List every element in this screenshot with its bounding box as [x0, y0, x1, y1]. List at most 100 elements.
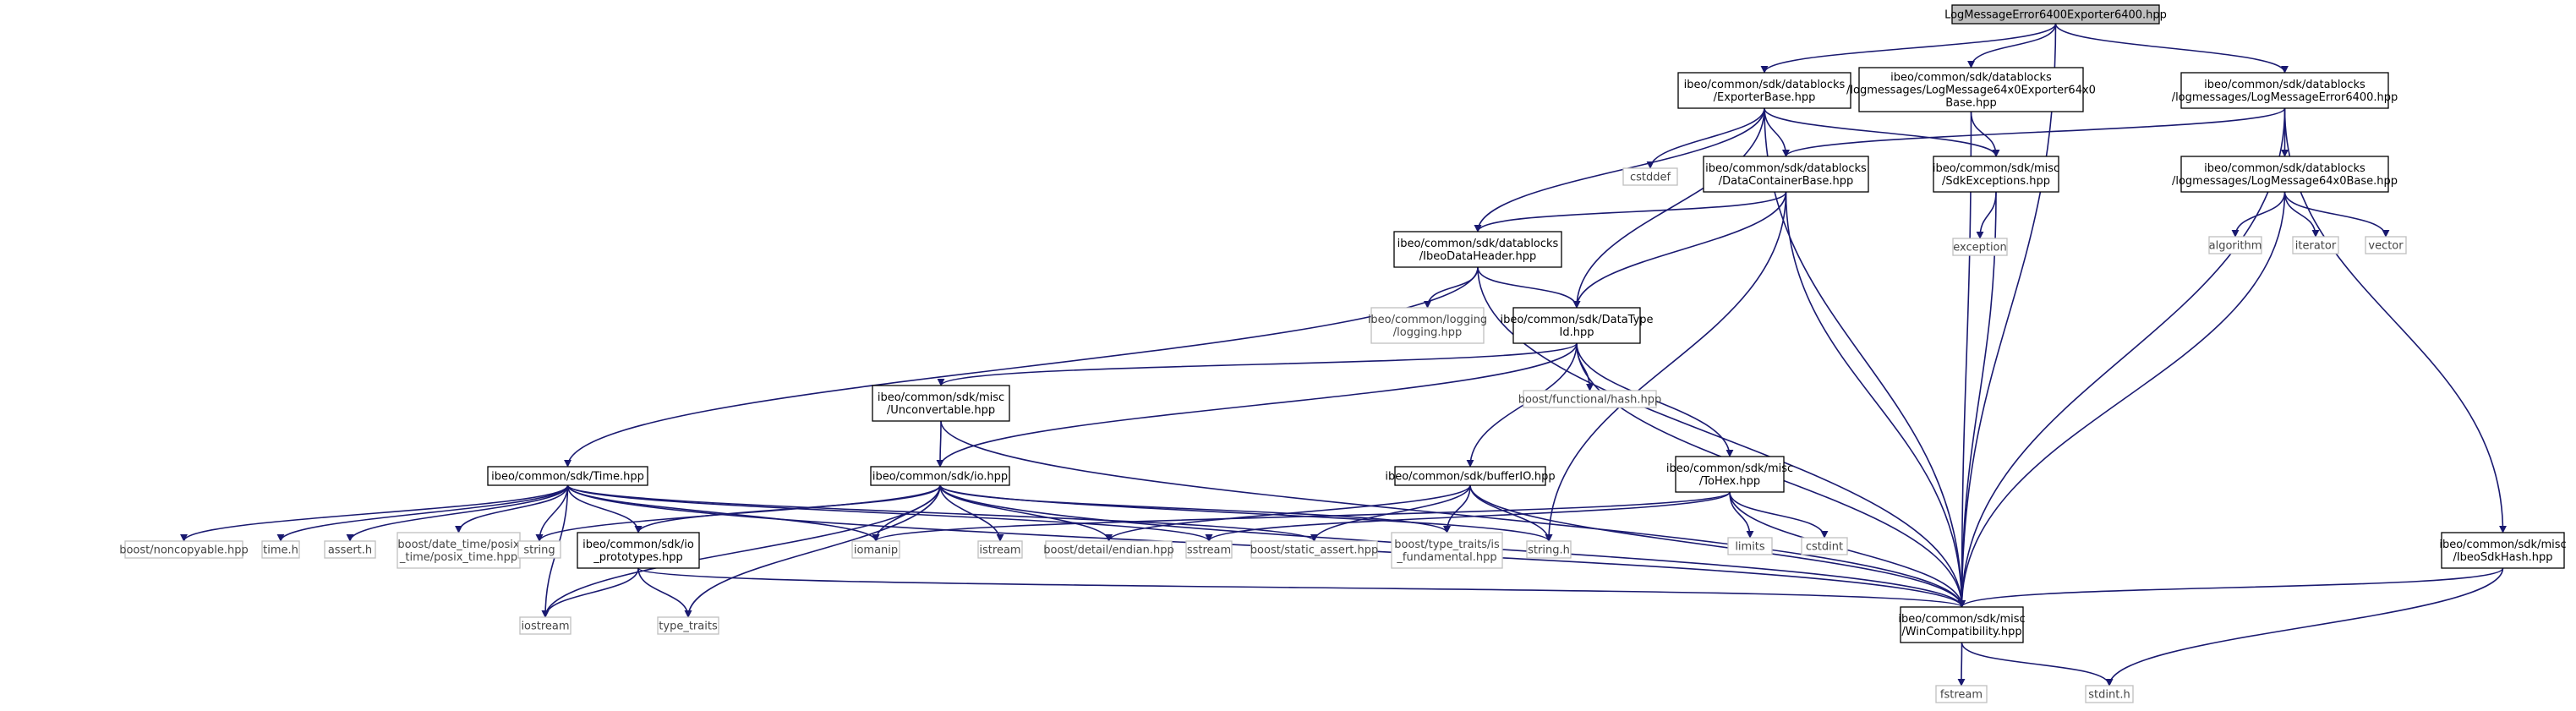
node-algorithm: algorithm	[2208, 236, 2262, 254]
edge-ioproto-to-wincompat	[637, 567, 1966, 608]
node-label: assert.h	[328, 544, 372, 557]
edge-datatypeid-to-unconvertable	[937, 342, 1578, 386]
node-box	[1935, 685, 1988, 703]
node-datacontainerbase[interactable]: ibeo/common/sdk/datablocks/DataContainer…	[1703, 156, 1869, 193]
node-box	[851, 540, 900, 559]
node-label: _time/posix_time.hpp	[399, 551, 517, 564]
edge-ioproto-to-typetraits	[637, 567, 692, 618]
node-ioproto[interactable]: ibeo/common/sdk/io_prototypes.hpp	[577, 532, 700, 569]
node-unconvertable[interactable]: ibeo/common/sdk/misc/Unconvertable.hpp	[872, 385, 1010, 422]
edge-io-to-iostream	[541, 484, 941, 618]
edge-sdkexceptions-to-wincompat	[1958, 191, 1997, 608]
edge-time-to-string	[535, 484, 569, 542]
node-label: iomanip	[854, 544, 898, 557]
edge-sdkexceptions-to-exception	[1976, 191, 1997, 239]
node-label: ibeo/common/sdk/bufferIO.hpp	[1385, 471, 1555, 484]
node-box	[1370, 307, 1485, 344]
node-staticassert: boost/static_assert.hpp	[1250, 540, 1378, 559]
node-box	[1622, 167, 1678, 186]
node-box	[1045, 540, 1173, 559]
edge-unconvertable-to-io	[936, 420, 944, 468]
edge-root-to-lmerror6400	[2054, 23, 2289, 74]
edge-time-to-staticassert	[566, 484, 1318, 542]
edge-time-to-posixtime	[455, 484, 569, 533]
edge-time-to-asserth	[346, 484, 569, 542]
node-ibeosdkhash[interactable]: ibeo/common/sdk/misc/IbeoSdkHash.hpp	[2439, 532, 2567, 569]
edge-datatypeid-to-boosthash	[1576, 342, 1594, 391]
node-label: _fundamental.hpp	[1396, 551, 1496, 564]
node-lm64base[interactable]: ibeo/common/sdk/datablocks/logmessages/L…	[2172, 156, 2398, 193]
node-sdkexceptions[interactable]: ibeo/common/sdk/misc/SdkExceptions.hpp	[1933, 156, 2059, 193]
node-box	[1677, 72, 1851, 109]
node-noncopyable: boost/noncopyable.hpp	[119, 540, 249, 559]
edge-ibeodataheader-to-datatypeid	[1477, 266, 1581, 309]
node-box	[1185, 540, 1233, 559]
node-box	[1703, 156, 1869, 193]
edge-lm64base_exp-to-sdkexceptions	[1970, 111, 2000, 157]
node-ibeodataheader[interactable]: ibeo/common/sdk/datablocks/IbeoDataHeade…	[1393, 231, 1562, 268]
node-box	[2085, 685, 2134, 703]
node-box	[977, 540, 1023, 559]
edge-time-to-ioproto	[566, 484, 643, 533]
edge-wincompat-to-fstream	[1957, 642, 1966, 686]
node-root[interactable]: LogMessageError6400Exporter6400.hpp	[1944, 4, 2167, 25]
node-label: LogMessageError6400Exporter6400.hpp	[1944, 9, 2167, 22]
node-label: exception	[1953, 242, 2007, 254]
node-label: ibeo/common/sdk/datablocks	[1397, 238, 1559, 250]
node-label: ibeo/common/sdk/Time.hpp	[491, 471, 644, 484]
node-box	[870, 466, 1010, 486]
node-fstream: fstream	[1935, 685, 1988, 703]
node-label: ibeo/common/sdk/misc	[1666, 462, 1793, 475]
node-lmerror6400[interactable]: ibeo/common/sdk/datablocks/logmessages/L…	[2172, 72, 2398, 109]
node-box	[124, 540, 243, 559]
node-sstream: sstream	[1185, 540, 1233, 559]
node-box	[1951, 4, 2160, 25]
node-label: ibeo/common/sdk/misc	[2439, 539, 2566, 551]
node-wincompat[interactable]: ibeo/common/sdk/misc/WinCompatibility.hp…	[1898, 606, 2026, 643]
edge-exporterbase-to-sdkexceptions	[1764, 107, 2000, 157]
edge-bufferio-to-wincompat	[1469, 484, 1966, 608]
node-vector: vector	[2365, 236, 2407, 254]
node-box	[2208, 236, 2262, 254]
node-lm64base_exp[interactable]: ibeo/common/sdk/datablocks/logmessages/L…	[1846, 67, 2096, 112]
edge-root-to-lm64base_exp	[1967, 23, 2057, 68]
node-box	[1858, 67, 2084, 112]
node-box	[519, 616, 572, 635]
node-label: /DataContainerBase.hpp	[1719, 175, 1853, 188]
node-label: ibeo/common/sdk/datablocks	[1890, 72, 2052, 85]
node-exporterbase[interactable]: ibeo/common/sdk/datablocks/ExporterBase.…	[1677, 72, 1851, 109]
node-tohex[interactable]: ibeo/common/sdk/misc/ToHex.hpp	[1666, 456, 1793, 493]
node-label: /logmessages/LogMessage64x0Exporter64x0	[1846, 85, 2096, 97]
node-label: iostream	[521, 621, 569, 633]
node-label: /ToHex.hpp	[1699, 475, 1760, 488]
edge-ibeodataheader-to-time	[564, 266, 1479, 468]
node-box	[487, 466, 648, 486]
node-label: Base.hpp	[1945, 97, 1997, 110]
node-stdinth: stdint.h	[2085, 685, 2134, 703]
node-label: /IbeoSdkHash.hpp	[2453, 551, 2552, 564]
node-label: /logmessages/LogMessageError6400.hpp	[2172, 91, 2398, 104]
node-box	[1900, 606, 2024, 643]
node-label: boost/functional/hash.hpp	[1518, 394, 1662, 407]
edge-time-to-noncopyable	[180, 484, 569, 542]
edge-datacontainerbase-to-wincompat	[1785, 191, 1966, 608]
edge-io-to-stringh	[939, 484, 1553, 542]
node-box	[2441, 532, 2565, 569]
edge-io-to-endian	[939, 484, 1113, 542]
edge-exporterbase-to-wincompat	[1764, 107, 1966, 608]
node-time[interactable]: ibeo/common/sdk/Time.hpp	[487, 466, 648, 486]
node-label: /logmessages/LogMessage64x0Base.hpp	[2172, 175, 2398, 188]
edge-root-to-exporterbase	[1760, 23, 2057, 74]
edge-time-to-timeh	[276, 484, 569, 542]
edge-wincompat-to-stdinth	[1961, 642, 2114, 686]
node-iterator: iterator	[2292, 236, 2339, 254]
edge-unconvertable-to-wincompat	[940, 420, 1966, 608]
node-bufferio[interactable]: ibeo/common/sdk/bufferIO.hpp	[1385, 466, 1556, 486]
node-box	[261, 540, 300, 559]
node-box	[1393, 231, 1562, 268]
node-label: vector	[2368, 240, 2404, 253]
node-box	[1801, 537, 1848, 555]
node-io[interactable]: ibeo/common/sdk/io.hpp	[870, 466, 1010, 486]
